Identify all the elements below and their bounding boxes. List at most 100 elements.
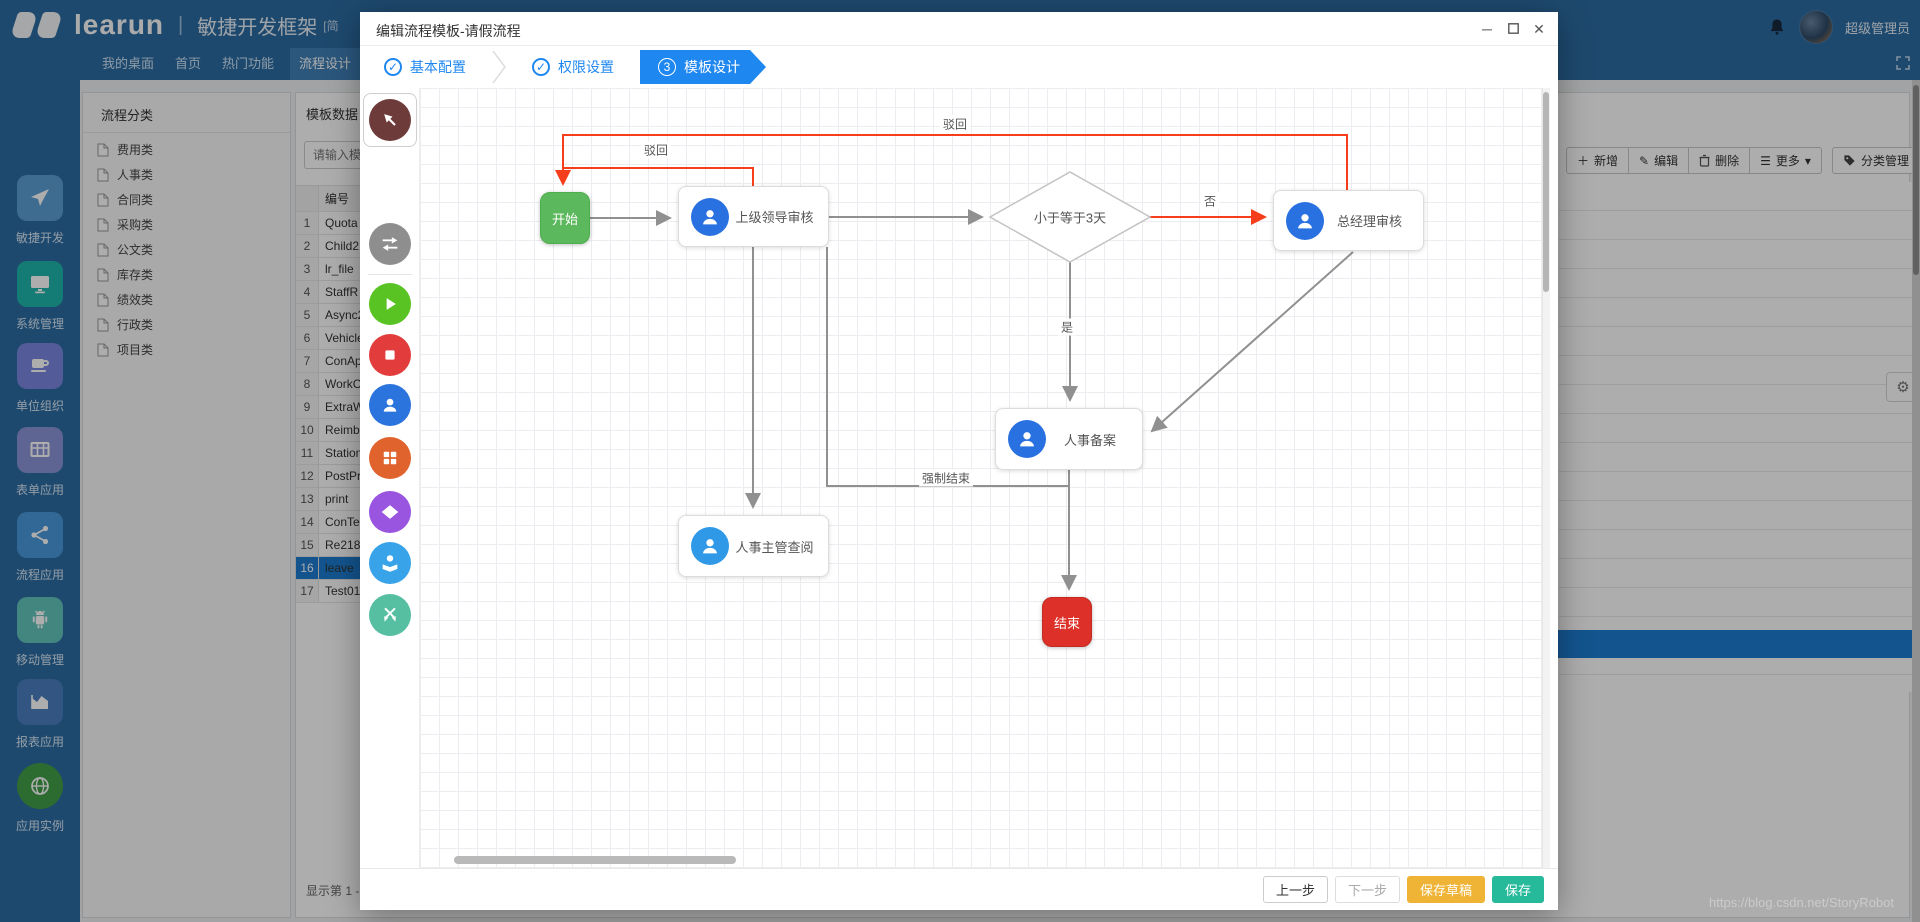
document-icon <box>97 343 109 356</box>
flow-node-hr-review[interactable]: 人事主管查阅 <box>678 515 829 577</box>
grid-node-tool[interactable] <box>369 437 411 479</box>
modal-title: 编辑流程模板-请假流程 <box>376 23 521 39</box>
notification-bell-icon[interactable] <box>1767 17 1787 37</box>
sidebar-item-agile-dev[interactable]: 敏捷开发 <box>0 175 80 246</box>
sidebar-item-system-mgmt[interactable]: 系统管理 <box>0 261 80 332</box>
next-step-button[interactable]: 下一步 <box>1334 876 1400 903</box>
crossed-arrows-icon <box>384 607 396 622</box>
prev-step-button[interactable]: 上一步 <box>1262 876 1328 903</box>
save-draft-button[interactable]: 保存草稿 <box>1406 876 1485 903</box>
canvas-vertical-scrollbar-thumb[interactable] <box>1543 92 1549 292</box>
user-icon <box>1286 201 1324 240</box>
edge-label-reject-inner: 驳回 <box>640 141 672 159</box>
watermark: https://blog.csdn.net/StoryRobot <box>1709 895 1894 910</box>
logo-separator: | <box>178 13 184 36</box>
sidebar-item-org[interactable]: 单位组织 <box>0 343 80 414</box>
table-grid-icon <box>17 427 63 473</box>
category-item[interactable]: 公文类 <box>83 237 290 262</box>
main-sidebar: 敏捷开发 系统管理 单位组织 表单应用 流程应用 <box>0 80 80 922</box>
swap-arrows-icon <box>382 237 398 251</box>
flow-node-start[interactable]: 开始 <box>540 192 590 244</box>
gear-icon: ⚙ <box>1896 379 1910 396</box>
category-item[interactable]: 合同类 <box>83 187 290 212</box>
category-item[interactable]: 项目类 <box>83 337 290 362</box>
select-cursor-tool[interactable] <box>369 99 411 141</box>
end-node-tool[interactable] <box>369 334 411 376</box>
category-item[interactable]: 采购类 <box>83 212 290 237</box>
step-template-design[interactable]: 3 模板设计 <box>640 50 766 84</box>
tab-hot-functions[interactable]: 热门功能 <box>221 56 274 71</box>
start-node-tool[interactable] <box>369 283 411 325</box>
share-nodes-icon <box>17 512 63 558</box>
page-scrollbar[interactable] <box>1912 80 1920 922</box>
page-scrollbar-thumb[interactable] <box>1913 85 1919 275</box>
category-item[interactable]: 行政类 <box>83 312 290 337</box>
sidebar-item-app-instance[interactable]: 应用实例 <box>0 763 80 834</box>
fullscreen-icon[interactable] <box>1896 56 1910 73</box>
tool-divider <box>368 274 412 275</box>
avatar[interactable] <box>1798 10 1833 44</box>
sidebar-item-form-app[interactable]: 表单应用 <box>0 427 80 498</box>
flow-designer-canvas[interactable]: 开始 上级领导审核 小于等于3天 总经理审核 人事备案 <box>420 88 1542 868</box>
edit-button[interactable]: ✎编辑 <box>1629 147 1690 174</box>
branch-merge-tool[interactable] <box>369 594 411 636</box>
globe-icon <box>17 763 63 809</box>
connection-tool[interactable] <box>369 223 411 265</box>
canvas-horizontal-scrollbar-thumb[interactable] <box>454 856 736 864</box>
area-chart-icon <box>17 679 63 725</box>
tab-home[interactable]: 首页 <box>174 56 201 71</box>
selected-row-highlight <box>1540 630 1920 658</box>
category-item[interactable]: 库存类 <box>83 262 290 287</box>
delete-button[interactable]: 删除 <box>1689 147 1751 174</box>
edge-label-reject-outer: 驳回 <box>939 115 971 133</box>
play-icon <box>386 298 396 310</box>
tab-my-desktop[interactable]: 我的桌面 <box>101 56 154 71</box>
column-header-number: 编号 <box>325 192 350 206</box>
category-item[interactable]: 绩效类 <box>83 287 290 312</box>
step-basic-config[interactable]: ✓ 基本配置 <box>384 57 466 77</box>
category-item[interactable]: 费用类 <box>83 137 290 162</box>
user-name[interactable]: 超级管理员 <box>1844 20 1910 36</box>
stop-square-icon <box>385 350 395 360</box>
background-table-rows <box>1559 182 1920 692</box>
document-icon <box>97 318 109 331</box>
flow-node-hr-record[interactable]: 人事备案 <box>995 408 1143 470</box>
flow-tool-strip <box>360 88 420 868</box>
document-icon <box>97 218 109 231</box>
viewer-node-tool[interactable] <box>369 542 411 584</box>
modal-titlebar: 编辑流程模板-请假流程 ─ ✕ <box>360 12 1558 46</box>
app-subtitle: 敏捷开发框架 <box>197 16 318 39</box>
add-button[interactable]: ＋新增 <box>1566 147 1630 174</box>
document-icon <box>97 168 109 181</box>
condition-node-tool[interactable] <box>369 491 411 533</box>
app-subtitle-suffix: [简 <box>323 18 339 33</box>
flow-node-gm-review[interactable]: 总经理审核 <box>1273 190 1424 251</box>
category-item[interactable]: 人事类 <box>83 162 290 187</box>
canvas-vertical-scrollbar[interactable] <box>1542 88 1550 868</box>
android-icon <box>17 597 63 643</box>
tab-process-design[interactable]: 流程设计 <box>290 48 360 80</box>
step-number-icon: 3 <box>658 58 676 76</box>
close-icon[interactable]: ✕ <box>1533 21 1545 37</box>
caret-down-icon: ▾ <box>1804 153 1811 168</box>
monitor-icon <box>17 261 63 307</box>
flow-node-supervisor-review[interactable]: 上级领导审核 <box>678 186 829 247</box>
flow-node-end[interactable]: 结束 <box>1042 597 1092 647</box>
logo: learun | 敏捷开发框架 [简 <box>9 8 339 42</box>
maximize-icon[interactable] <box>1504 20 1522 38</box>
approver-node-tool[interactable] <box>369 384 411 426</box>
minimize-icon[interactable]: ─ <box>1482 21 1492 37</box>
user-icon <box>691 197 729 236</box>
sidebar-item-process-app[interactable]: 流程应用 <box>0 512 80 583</box>
process-category-panel: 流程分类 费用类 人事类 合同类 采购类 <box>82 92 291 918</box>
more-button[interactable]: ☰更多▾ <box>1750 147 1822 174</box>
sidebar-item-mobile-mgmt[interactable]: 移动管理 <box>0 597 80 668</box>
document-icon <box>97 293 109 306</box>
step-permission-settings[interactable]: ✓ 权限设置 <box>532 57 614 77</box>
decision-diamond[interactable] <box>988 171 1152 263</box>
save-button[interactable]: 保存 <box>1491 876 1544 903</box>
sidebar-item-report-app[interactable]: 报表应用 <box>0 679 80 750</box>
document-icon <box>97 143 109 156</box>
user-icon <box>1008 420 1046 458</box>
